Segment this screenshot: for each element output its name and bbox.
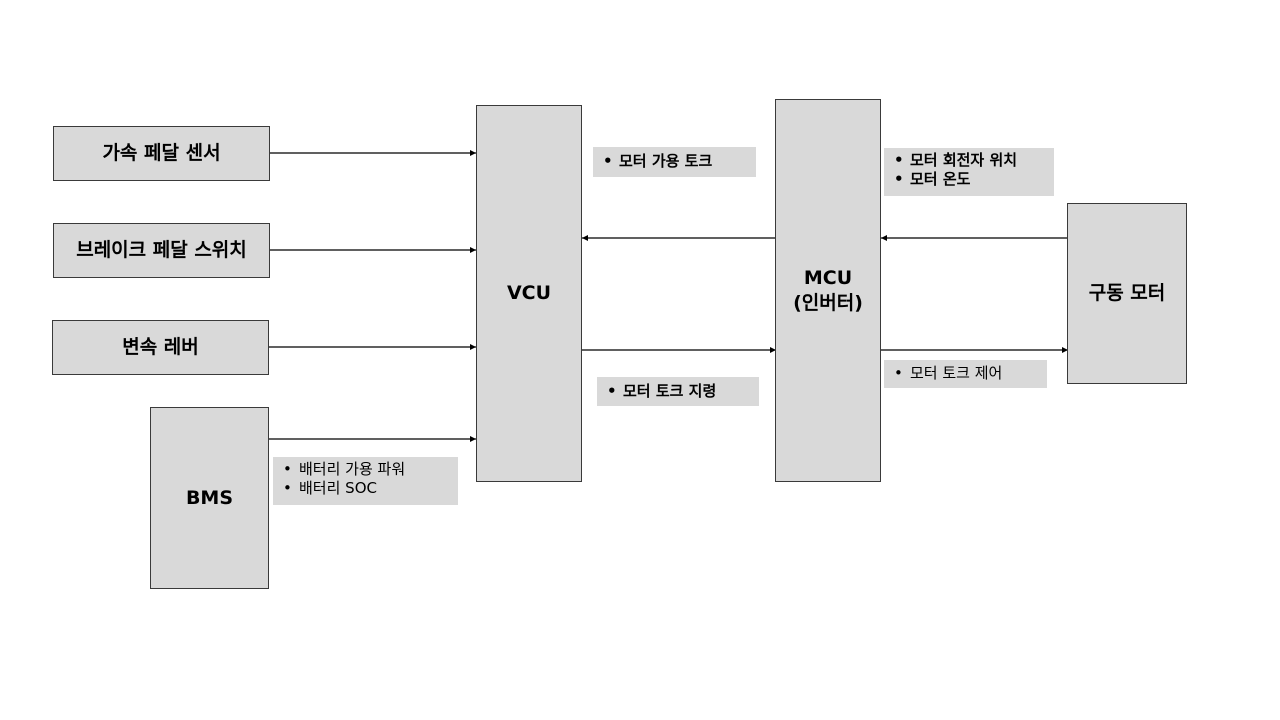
mcu-label: MCU <box>803 266 853 289</box>
signal-item: 모터 온도 <box>892 170 1046 189</box>
vcu-to-mcu-signal-list: 모터 토크 지령 <box>605 382 751 401</box>
mcu-to-vcu-signal-list: 모터 가용 토크 <box>601 152 748 171</box>
motor-to-mcu-signal-list: 모터 회전자 위치 모터 온도 <box>892 151 1046 189</box>
torque-command-label: 모터 토크 지령 <box>597 377 759 406</box>
mcu-to-motor-signal-list: 모터 토크 제어 <box>892 364 1039 383</box>
inverter-label: (인버터) <box>793 291 863 314</box>
signal-item: 배터리 가용 파워 <box>281 460 450 479</box>
shift-lever-block: 변속 레버 <box>52 320 269 375</box>
signal-item: 모터 토크 지령 <box>605 382 751 401</box>
signal-item: 모터 회전자 위치 <box>892 151 1046 170</box>
signal-item: 모터 토크 제어 <box>892 364 1039 383</box>
motor-feedback-label: 모터 회전자 위치 모터 온도 <box>884 148 1054 196</box>
vcu-block: VCU <box>476 105 582 482</box>
brake-pedal-switch-block: 브레이크 페달 스위치 <box>53 223 270 278</box>
bms-block: BMS <box>150 407 269 589</box>
drive-motor-block: 구동 모터 <box>1067 203 1187 384</box>
accel-pedal-sensor-block: 가속 페달 센서 <box>53 126 270 181</box>
mcu-inverter-block: MCU (인버터) <box>775 99 881 482</box>
available-torque-label: 모터 가용 토크 <box>593 147 756 177</box>
torque-control-label: 모터 토크 제어 <box>884 360 1047 388</box>
bms-signal-label: 배터리 가용 파워 배터리 SOC <box>273 457 458 505</box>
signal-item: 배터리 SOC <box>281 479 450 498</box>
signal-item: 모터 가용 토크 <box>601 152 748 171</box>
bms-signal-list: 배터리 가용 파워 배터리 SOC <box>281 460 450 498</box>
